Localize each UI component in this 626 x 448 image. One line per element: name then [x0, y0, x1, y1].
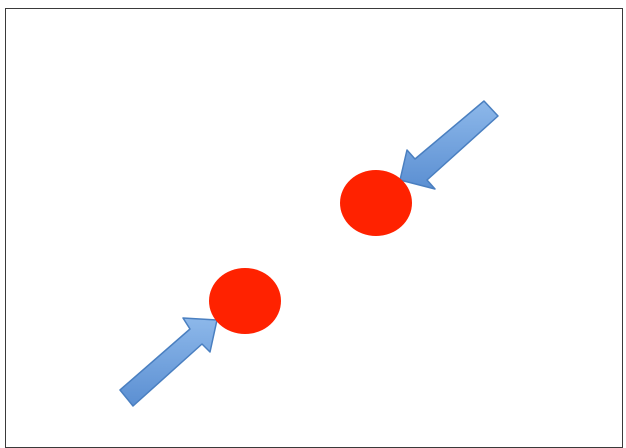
arrow-lower-left-icon: [119, 317, 218, 407]
arrow-upper-right-icon: [399, 100, 499, 190]
diagram-canvas: [5, 8, 623, 448]
dot-upper-icon: [340, 170, 412, 236]
diagram-frame: [5, 8, 623, 448]
dot-lower-icon: [209, 268, 281, 334]
diagram-svg: [119, 100, 499, 407]
